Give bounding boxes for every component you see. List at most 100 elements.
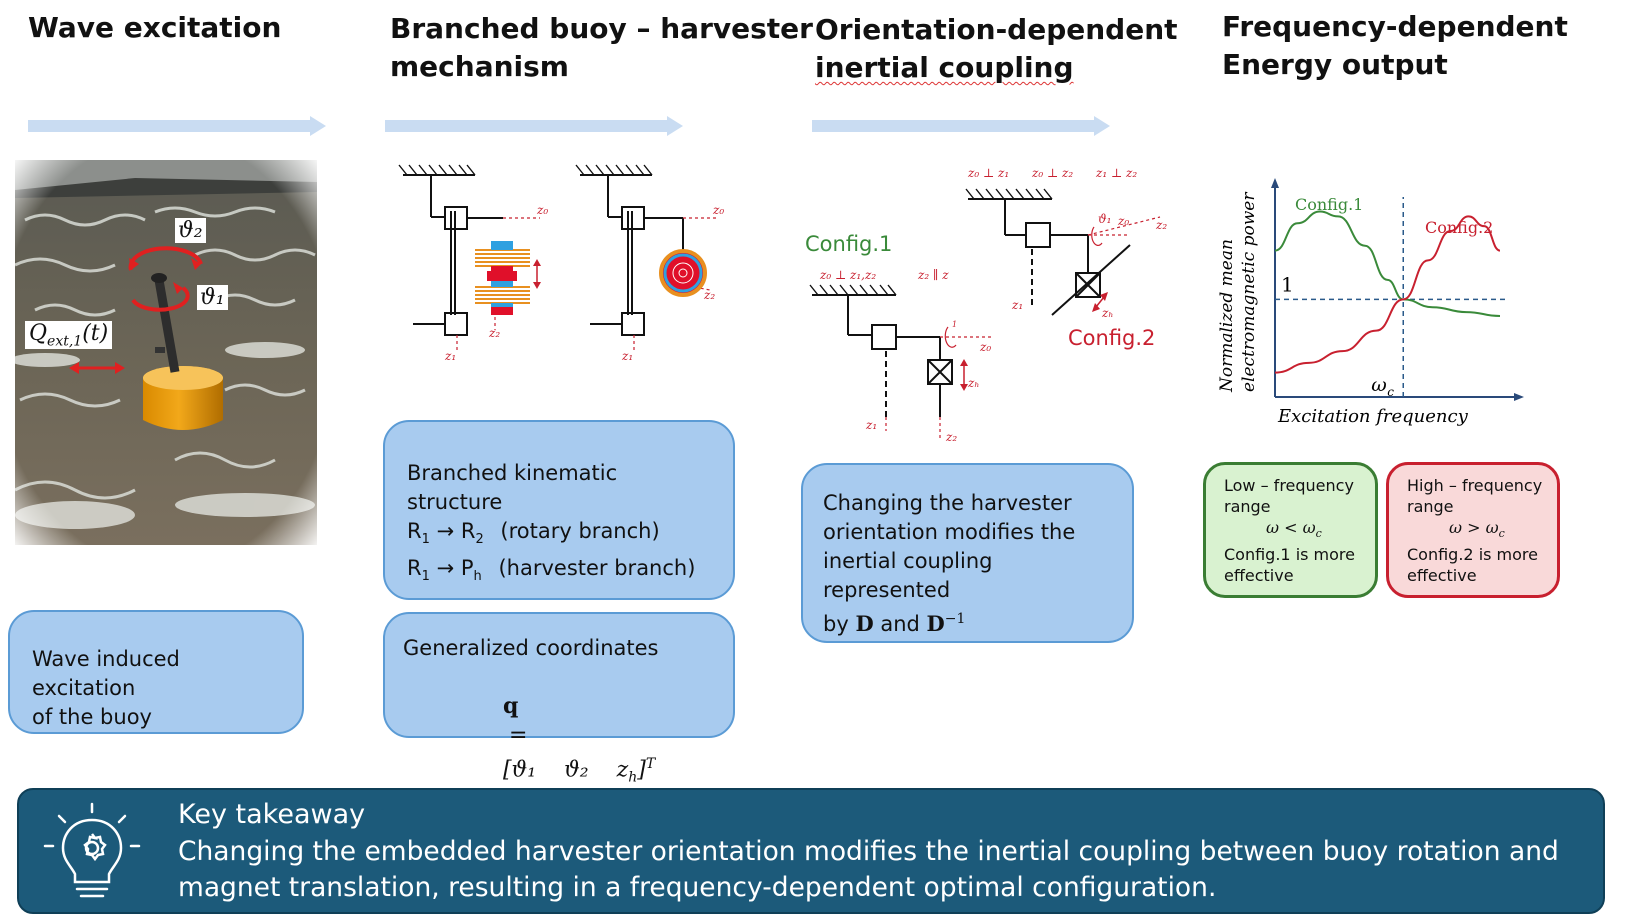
row-symbol: R xyxy=(460,519,476,543)
series-label-1: Config.1 xyxy=(1295,195,1363,214)
wave-box-line: Wave induced excitation xyxy=(32,647,180,700)
row-arrow: → xyxy=(436,519,455,543)
orientation-configs-diagram: z₀ ⊥ z₁ z₀ ⊥ z₂ z₁ ⊥ z₂ z₀ ⊥ z₁,z₂ z₂ ∥ … xyxy=(809,166,1167,444)
orientation-coupling-box: Changing the harvester orientation modif… xyxy=(801,463,1134,643)
coords-vector: [ϑ₁ ϑ₂ z xyxy=(502,757,629,783)
c2-zh: zₕ xyxy=(1101,306,1114,320)
cond-sub: c xyxy=(1498,527,1505,541)
config1-label: Config.1 xyxy=(805,232,893,256)
row-symbol: R xyxy=(407,519,422,543)
key-takeaway-line: magnet translation, resulting in a frequ… xyxy=(178,872,1217,903)
qext-label: Qext,1(t) xyxy=(25,321,113,350)
c1-z2: z₂ xyxy=(945,430,957,444)
key-takeaway-title: Key takeaway xyxy=(178,799,366,830)
wave-excitation-box: Wave induced excitation of the buoy xyxy=(8,610,304,734)
lightbulb-gear-icon xyxy=(43,802,141,898)
mech-z2-right: z₂ xyxy=(703,288,715,302)
high-line: Config.2 is more xyxy=(1407,545,1538,565)
mech-z1-right: z₁ xyxy=(621,349,633,363)
coords-vector-end: ] xyxy=(637,757,646,783)
c2-z2: z₂ xyxy=(1155,218,1167,232)
low-line: Config.1 is more xyxy=(1224,545,1355,565)
mech-z0-right: z₀ xyxy=(712,203,724,217)
cond-config1-a: z₀ ⊥ z₁,z₂ xyxy=(819,268,876,282)
buoy-wave-photo: ϑ₂ ϑ₁ Qext,1(t) xyxy=(15,160,317,545)
x-axis-arrowhead xyxy=(1514,393,1524,401)
matrix-d: D xyxy=(855,611,874,636)
series-label-2: Config.2 xyxy=(1425,218,1493,237)
row-sub: 1 xyxy=(421,532,430,548)
generalized-coordinates-box: Generalized coordinates q = [ϑ₁ ϑ₂ zh]T xyxy=(383,612,735,786)
low-line: effective xyxy=(1224,566,1294,586)
coords-equation: q = [ϑ₁ ϑ₂ zh]T xyxy=(461,663,719,822)
cond-z0-z2: z₀ ⊥ z₂ xyxy=(1031,166,1073,180)
coords-sub: h xyxy=(628,769,638,786)
title-line: Branched buoy – harvester xyxy=(390,12,813,45)
cond-z0-z1: z₀ ⊥ z₁ xyxy=(967,166,1009,180)
kinematic-row-rotary: R1 → R2 (rotary branch) xyxy=(407,517,719,554)
matrix-d-inv-sup: −1 xyxy=(944,611,966,627)
mech-z2-left: z₂ xyxy=(488,326,500,340)
title-line: Wave excitation xyxy=(28,11,282,44)
series-line-2 xyxy=(1274,215,1501,374)
qext-subscript: ext,1 xyxy=(47,333,83,350)
orient-pre: by xyxy=(823,612,856,636)
low-line: Low – frequency xyxy=(1224,476,1354,495)
coords-q: q xyxy=(502,693,519,719)
title-frequency-output: Frequency-dependent Energy output xyxy=(1222,8,1568,84)
low-line: range xyxy=(1224,497,1271,516)
y-axis-title: electromagnetic power xyxy=(1239,192,1259,392)
orient-line: inertial coupling represented xyxy=(823,549,993,602)
title-wave-excitation: Wave excitation xyxy=(28,9,281,47)
cond-sub: c xyxy=(1315,527,1322,541)
c2-z1: z₁ xyxy=(1011,298,1023,312)
low-frequency-box: Low – frequency range ω < ωc Config.1 is… xyxy=(1203,462,1378,598)
config2-label: Config.2 xyxy=(1068,326,1156,350)
branched-mechanism-diagram: z₀ z₂ z₁ z₀ z₂ z₁ xyxy=(398,164,724,363)
orient-line: Changing the harvester xyxy=(823,491,1072,515)
kinematic-structure-box: Branched kinematic structure R1 → R2 (ro… xyxy=(383,420,735,600)
row-symbol: P xyxy=(460,556,474,581)
c2-th1: ϑ₁ xyxy=(1098,212,1111,226)
series-line-1 xyxy=(1274,210,1501,317)
high-line: range xyxy=(1407,497,1454,516)
row-symbol: R xyxy=(407,556,422,581)
high-line: effective xyxy=(1407,566,1477,586)
row-sub: 2 xyxy=(475,532,484,548)
mech-z0-left: z₀ xyxy=(536,203,548,217)
row-sub: h xyxy=(473,569,482,585)
kinematic-title: Branched kinematic structure xyxy=(407,461,618,514)
y-axis-title: Normalized mean xyxy=(1217,239,1237,393)
coords-title: Generalized coordinates xyxy=(403,636,659,660)
row-sub: 1 xyxy=(421,569,430,585)
omega-c-subscript: c xyxy=(1387,385,1394,399)
key-takeaway-banner: Key takeaway Changing the embedded harve… xyxy=(17,788,1605,914)
orient-and: and xyxy=(873,612,927,636)
qext-symbol: Q xyxy=(29,321,48,346)
cond-text: ω < ω xyxy=(1266,518,1316,537)
qext-argument: (t) xyxy=(82,321,109,346)
x-axis-title: Excitation frequency xyxy=(1277,406,1469,427)
orient-line-d: by D and D−1 xyxy=(823,605,1118,639)
title-line: Frequency-dependent xyxy=(1222,10,1568,43)
title-line: inertial coupling xyxy=(815,51,1074,84)
omega-c-label: ω xyxy=(1371,374,1387,396)
title-line: Orientation-dependent xyxy=(815,13,1178,46)
theta1-label: ϑ₁ xyxy=(197,285,228,310)
mech-z1-left: z₁ xyxy=(444,349,456,363)
low-condition: ω < ωc xyxy=(1224,517,1365,544)
row-note: (harvester branch) xyxy=(498,556,696,581)
key-takeaway-line: Changing the embedded harvester orientat… xyxy=(178,836,1559,867)
c1-z1: z₁ xyxy=(865,418,877,432)
coords-eq: = xyxy=(508,723,528,748)
title-branched-mechanism: Branched buoy – harvester mechanism xyxy=(390,10,813,86)
flow-arrow-1 xyxy=(28,116,326,136)
cond-config1-b: z₂ ∥ z xyxy=(917,268,949,282)
y-axis-arrowhead xyxy=(1271,178,1279,188)
kinematic-row-harvester: R1 → Ph (harvester branch) xyxy=(407,554,719,591)
high-line: High – frequency xyxy=(1407,476,1543,495)
c1-zh: zₕ xyxy=(967,376,980,390)
row-note: (rotary branch) xyxy=(500,519,660,543)
title-orientation-coupling: Orientation-dependent inertial coupling xyxy=(815,11,1178,87)
